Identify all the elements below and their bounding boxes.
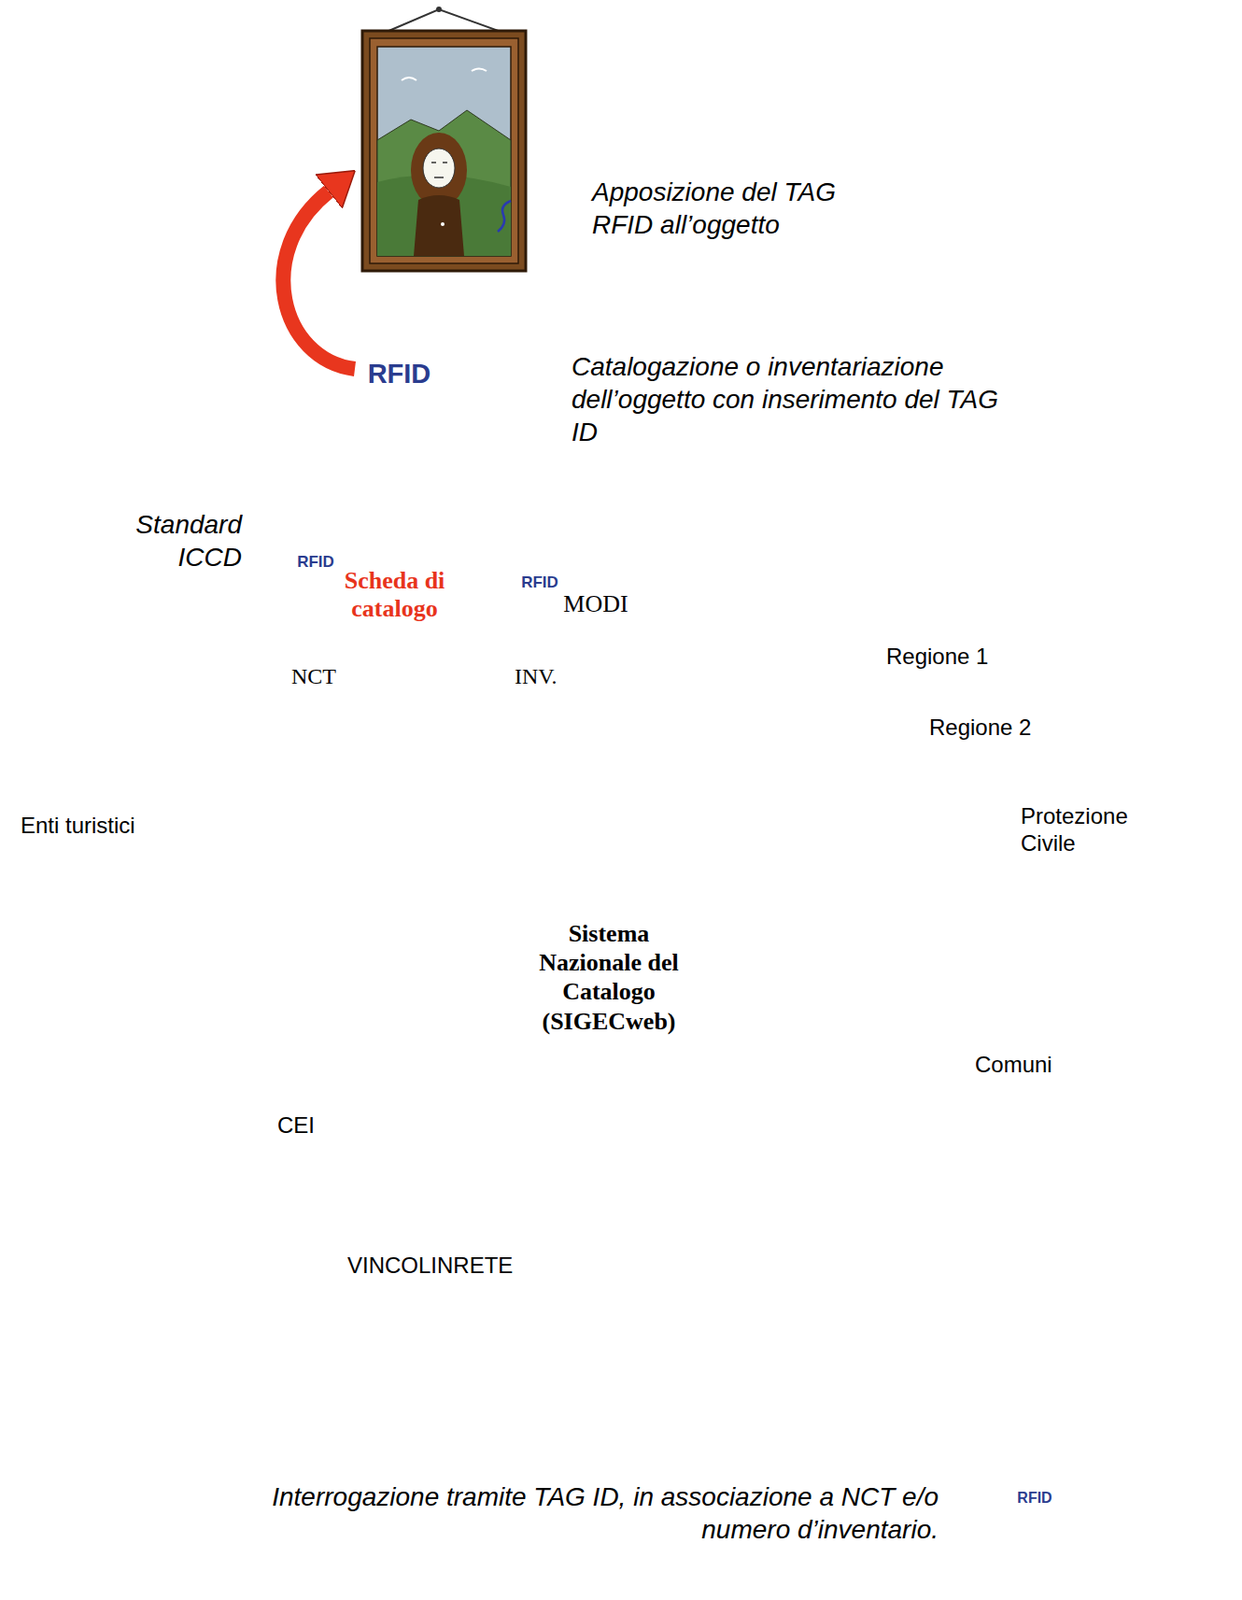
database-cylinder: Regione 2 (842, 770, 980, 868)
node-text: CEI (277, 1112, 315, 1140)
node-text: MODI (534, 589, 658, 619)
document-stack: Enti turistici (20, 812, 338, 1073)
modi-card: RFIDMODI (528, 559, 664, 674)
node-text: Regione 1 (886, 643, 988, 671)
node-text: Comuni (974, 1051, 1053, 1079)
node-text: NCT (291, 663, 337, 691)
attach-arrow (282, 191, 355, 369)
node-text: Scheda di catalogo (313, 566, 476, 623)
database-cylinder: Protezione Civile (886, 877, 1046, 1006)
rfid-tag: RFID (354, 318, 444, 408)
rfid-logo-text: RFID (1006, 1490, 1063, 1506)
node-text: INV. (514, 663, 558, 691)
tablet: RFID (967, 1449, 1075, 1592)
rfid-logo-text: RFID (283, 553, 348, 570)
standard-frame: Standard ICCDRFIDScheda di catalogoNCTRF… (260, 494, 710, 725)
node-text: Sistema Nazionale del Catalogo (SIGECweb… (515, 918, 703, 1036)
note-text: Interrogazione tramite TAG ID, in associ… (256, 1480, 939, 1546)
database-cylinder: CEI (168, 1138, 307, 1251)
node-text: Enti turistici (20, 812, 136, 840)
database-cylinder: VINCOLINRETE (237, 1291, 441, 1425)
rfid-logo-text: RFID (354, 360, 444, 388)
node-text: Protezione Civile (1020, 803, 1138, 858)
painting (362, 6, 526, 271)
note-text: Catalogazione o inventariazione dell’ogg… (571, 350, 1020, 449)
database-cylinder: Regione 1 (776, 678, 909, 787)
note-text: Apposizione del TAG RFID all’oggetto (592, 175, 882, 241)
node-text: Regione 2 (929, 714, 1031, 742)
database-cylinder: Comuni (819, 1035, 960, 1139)
inventory-box: INV. (507, 653, 618, 700)
database-cylinder: Sistema Nazionale del Catalogo (SIGECweb… (484, 816, 734, 1144)
rfid-logo-text: RFID (508, 574, 572, 591)
catalog-card: RFIDScheda di catalogo (304, 538, 485, 674)
node-text: VINCOLINRETE (347, 1252, 513, 1280)
node-text: Standard ICCD (92, 508, 242, 574)
code-box: NCT (283, 653, 394, 700)
